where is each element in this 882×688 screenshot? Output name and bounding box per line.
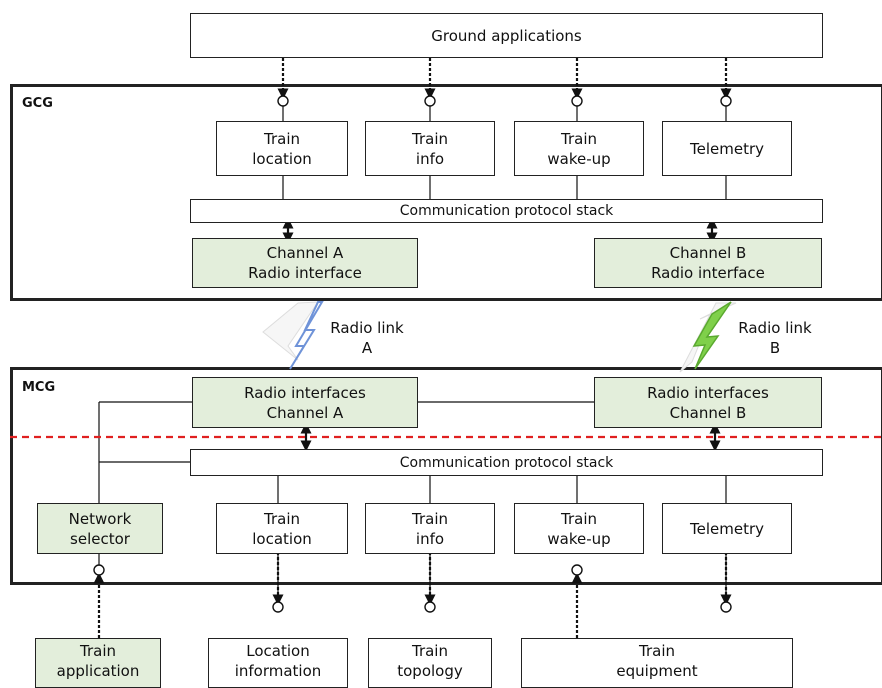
- radio-link-b-icon: [679, 301, 737, 373]
- radio-link-b-label: Radio link B: [738, 319, 812, 357]
- mcg-radio-interfaces-channel-b: Radio interfaces Channel B: [594, 377, 822, 428]
- gcg-channel-a-radio-interface: Channel A Radio interface: [192, 238, 418, 288]
- gcg-train-location-box: Train location: [216, 121, 348, 176]
- mcg-label: MCG: [22, 380, 56, 395]
- ground-applications-box: Ground applications: [190, 13, 823, 58]
- location-information-box: Location information: [208, 638, 348, 688]
- mcg-train-location-box: Train location: [216, 503, 348, 554]
- train-application-box: Train application: [35, 638, 161, 688]
- radio-link-a-label: Radio link A: [330, 319, 404, 357]
- gcg-telemetry-box: Telemetry: [662, 121, 792, 176]
- train-topology-box: Train topology: [368, 638, 492, 688]
- train-equipment-box: Train equipment: [521, 638, 793, 688]
- mcg-protocol-stack: Communication protocol stack: [190, 449, 823, 476]
- gcg-train-info-box: Train info: [365, 121, 495, 176]
- gcg-label: GCG: [22, 96, 53, 111]
- mcg-train-wake-up-box: Train wake-up: [514, 503, 644, 554]
- gcg-protocol-stack: Communication protocol stack: [190, 199, 823, 223]
- network-selector-box: Network selector: [37, 503, 163, 554]
- mcg-telemetry-box: Telemetry: [662, 503, 792, 554]
- gcg-train-wake-up-box: Train wake-up: [514, 121, 644, 176]
- radio-link-a-icon: [262, 301, 324, 370]
- gcg-channel-b-radio-interface: Channel B Radio interface: [594, 238, 822, 288]
- mcg-train-info-box: Train info: [365, 503, 495, 554]
- mcg-radio-interfaces-channel-a: Radio interfaces Channel A: [192, 377, 418, 428]
